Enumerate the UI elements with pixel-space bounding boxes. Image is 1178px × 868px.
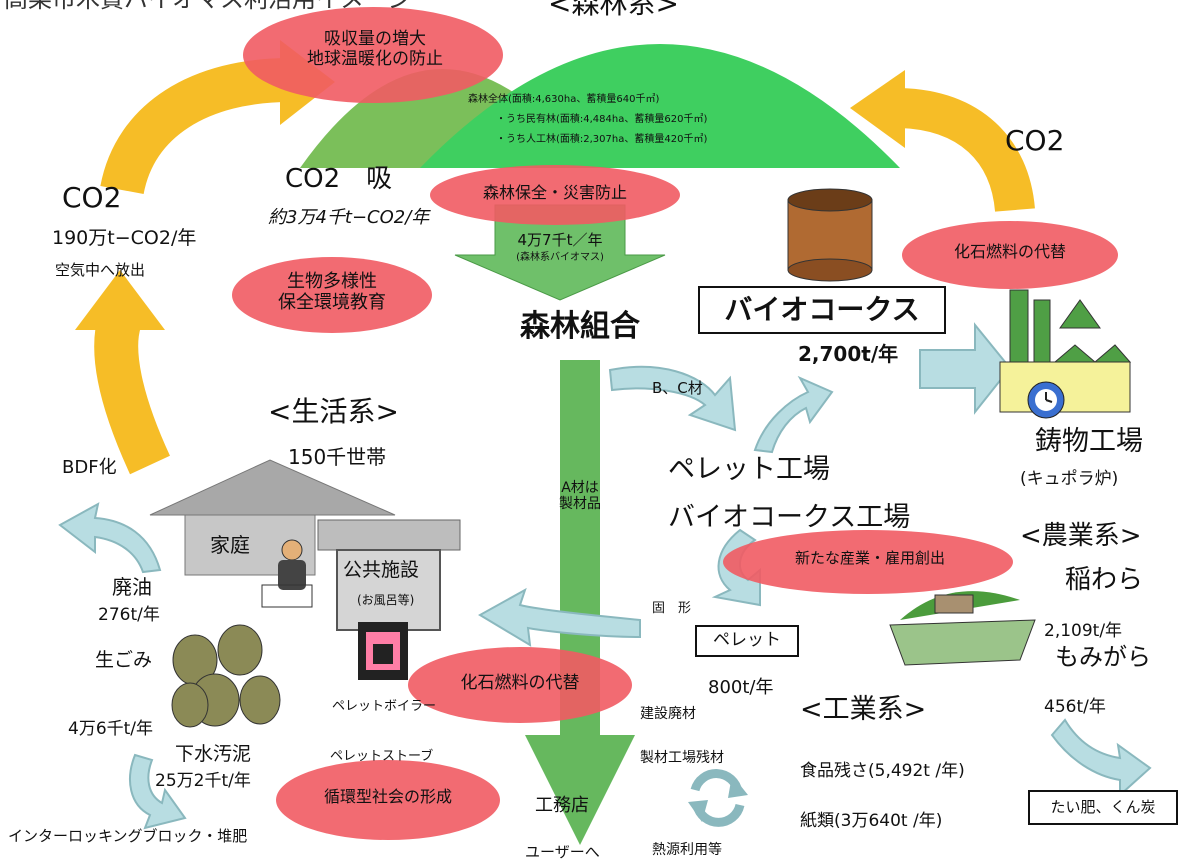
bubble-fossil-right: 化石燃料の代替 xyxy=(953,242,1066,261)
co2-left-label: CO2 xyxy=(62,181,122,214)
home-label: 家庭 xyxy=(210,533,250,557)
bubble-circular-society: 循環型社会の形成 xyxy=(323,787,452,806)
pellet-stove-label: ペレットストーブ xyxy=(330,749,434,764)
forest-private-text: ・うち民有林(面積:4,484ha、蓄積量620千㎥) xyxy=(496,114,708,125)
industry-section-title: <工業系> xyxy=(800,694,927,725)
bubble-forest-conservation: 森林保全・災害防止 xyxy=(482,183,627,202)
bdf-label: BDF化 xyxy=(62,457,117,478)
heat-use-label: 熱源利用等 xyxy=(652,842,722,858)
pink-bubbles xyxy=(232,7,1118,840)
public-facility-graphic xyxy=(317,519,461,631)
public-facility-note: (お風呂等) xyxy=(357,593,415,607)
solid-label: 固 形 xyxy=(652,601,692,616)
compost-box: たい肥、くん炭 xyxy=(1028,790,1178,826)
biocoke-box: バイオコークス xyxy=(698,286,946,335)
co2-arrow-right-up xyxy=(898,88,1035,213)
public-facility-label: 公共施設 xyxy=(343,559,420,581)
paper-label: 紙類(3万640t /年) xyxy=(800,811,943,831)
co2-arrow-up-left xyxy=(94,313,171,475)
foundry-label: 鋳物工場 xyxy=(1035,426,1143,457)
a-material-down-arrow xyxy=(525,360,635,845)
interlocking-label: インターロッキングブロック・堆肥 xyxy=(8,827,248,845)
sludge-label: 下水汚泥 xyxy=(175,743,252,765)
co2-absorb-label: CO2 吸 xyxy=(285,164,393,194)
mountain-large xyxy=(420,44,900,168)
factory-icon xyxy=(999,289,1132,419)
sludge-amount: 25万2千t/年 xyxy=(155,771,251,791)
co2-release-to-air: 空気中へ放出 xyxy=(55,261,146,279)
garbage-label: 生ごみ xyxy=(95,649,153,671)
bubble-fossil-living: 化石燃料の代替 xyxy=(460,673,580,693)
to-user-label: ユーザーへ xyxy=(525,843,600,861)
husk-label: もみがら xyxy=(1055,643,1151,671)
garbage-amount: 4万6千t/年 xyxy=(68,719,154,739)
pellet-factory-label: ペレット工場 xyxy=(668,454,830,485)
biomass-amount: 4万7千t／年 xyxy=(517,231,603,249)
pellet-amount: 800t/年 xyxy=(708,677,774,698)
pellet-box: ペレット xyxy=(695,625,799,657)
forest-section-title: <森林系> xyxy=(548,0,679,20)
co2-arrow-up-left-head xyxy=(75,270,165,330)
co2-absorb-amount: 約3万4千t−CO2/年 xyxy=(268,207,430,228)
construction-waste-label: 建設廃材 xyxy=(640,706,696,722)
resident-icon xyxy=(261,539,313,608)
farm-icon xyxy=(889,591,1036,666)
waste-oil-label: 廃油 xyxy=(112,575,152,599)
sawmill-waste-label: 製材工場残材 xyxy=(640,750,724,766)
bubble-biodiversity: 生物多様性 保全環境教育 xyxy=(278,271,386,313)
straw-label: 稲わら xyxy=(1065,565,1144,595)
co2-release-amount: 190万t−CO2/年 xyxy=(52,227,197,249)
co2-arrow-left-up xyxy=(100,58,291,195)
biocoke-amount: 2,700t/年 xyxy=(798,342,899,366)
co2-arrow-right-up-head xyxy=(850,70,905,148)
straw-amount: 2,109t/年 xyxy=(1044,621,1123,641)
living-households: 150千世帯 xyxy=(288,445,387,469)
forest-cooperative: 森林組合 xyxy=(520,309,640,344)
builder-label: 工務店 xyxy=(535,795,589,816)
garbage-bags-icon xyxy=(171,624,281,728)
boiler-icon xyxy=(358,622,408,680)
a-material-label: A材は 製材品 xyxy=(559,480,601,513)
agri-section-title: <農業系> xyxy=(1020,521,1142,551)
food-residue-label: 食品残さ(5,492t /年) xyxy=(800,761,965,781)
biomass-note: (森林系バイオマス) xyxy=(516,252,604,263)
cupola-label: (キュポラ炉) xyxy=(1020,469,1119,489)
bubble-new-industry: 新たな産業・雇用創出 xyxy=(794,549,945,567)
page-title: 高梁市木質バイオマス利活用イメージ xyxy=(4,0,412,14)
forest-planted-text: ・うち人工林(面積:2,307ha、蓄積量420千㎥) xyxy=(496,134,708,145)
husk-amount: 456t/年 xyxy=(1044,697,1106,717)
waste-oil-amount: 276t/年 xyxy=(98,605,160,625)
bc-material-label: B、C材 xyxy=(652,379,703,397)
biocoke-factory-label: バイオコークス工場 xyxy=(668,502,911,533)
bubble-absorption: 吸収量の増大 地球温暖化の防止 xyxy=(307,29,443,69)
biocoke-cylinder-icon xyxy=(787,188,873,282)
co2-right-label: CO2 xyxy=(1005,124,1065,157)
light-blue-arrows xyxy=(58,322,1152,830)
forest-total-text: 森林全体(面積:4,630ha、蓄積量640千㎥) xyxy=(468,94,660,105)
pellet-boiler-label: ペレットボイラー xyxy=(332,699,437,714)
living-section-title: <生活系> xyxy=(268,395,399,428)
